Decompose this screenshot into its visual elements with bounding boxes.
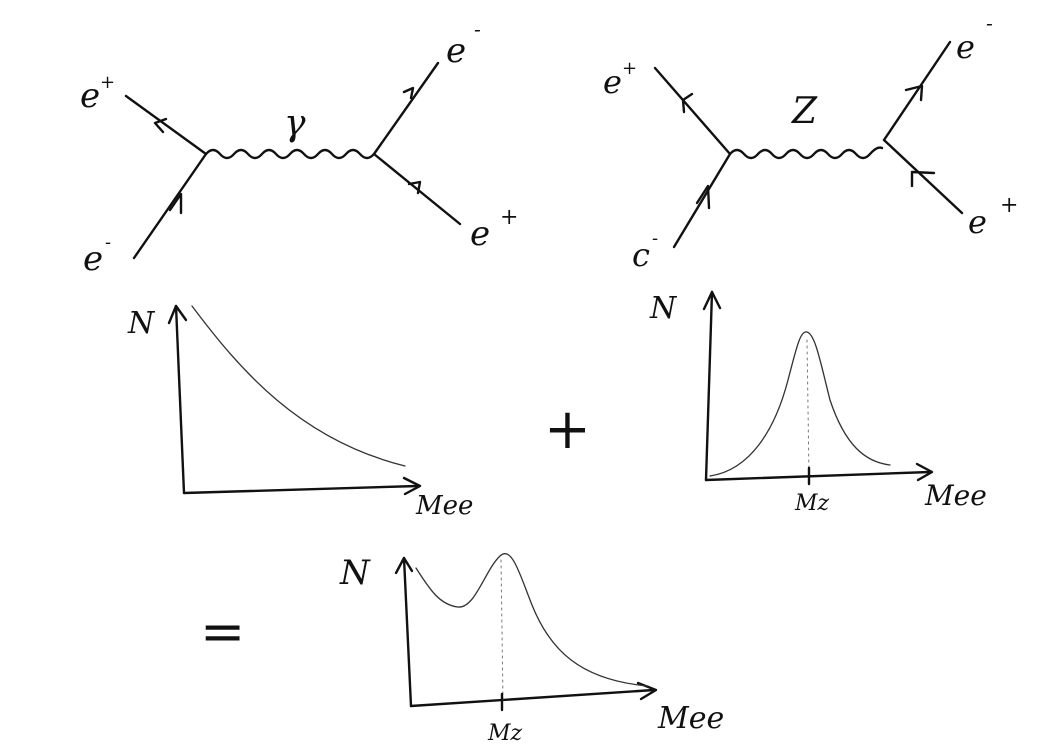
sum-distribution-plot: N Mee Mz <box>339 553 724 746</box>
x-axis <box>409 688 656 708</box>
incoming-electron-line <box>672 152 732 249</box>
photon-label: γ <box>284 103 306 144</box>
incoming-positron-arrow <box>153 117 168 134</box>
z-boson-label: Z <box>791 91 818 132</box>
breit-wigner-peak-curve <box>709 331 891 477</box>
photon-feynman-diagram: e + e - γ e - e + <box>80 17 518 279</box>
outgoing-positron-label: e <box>968 203 987 241</box>
incoming-electron-sign: - <box>105 232 111 253</box>
photon-distribution-plot: N Mee <box>127 304 473 521</box>
peak-label: Mz <box>487 721 523 746</box>
outgoing-electron-line <box>372 61 440 156</box>
incoming-electron-arrow <box>168 192 183 215</box>
incoming-positron-line <box>124 94 208 156</box>
outgoing-electron-sign: - <box>474 17 481 41</box>
photon-wavy-line <box>204 148 376 160</box>
outgoing-electron-label: e <box>956 28 975 66</box>
y-axis <box>174 304 186 495</box>
z-boson-feynman-diagram: e + c - Z e - e + <box>603 11 1018 274</box>
z-boson-wavy-line <box>728 146 884 160</box>
incoming-positron-arrow <box>681 92 694 114</box>
y-axis-arrowhead <box>702 290 722 311</box>
falling-spectrum-curve <box>191 305 406 467</box>
incoming-electron-arrow <box>695 184 711 210</box>
y-axis-arrowhead <box>167 304 188 325</box>
x-axis-arrowhead <box>402 476 422 496</box>
outgoing-electron-line <box>882 40 952 142</box>
peak-dotted-line <box>806 339 810 477</box>
outgoing-positron-line <box>882 138 964 215</box>
outgoing-electron-label: e <box>446 31 466 71</box>
outgoing-electron-sign: - <box>986 11 993 35</box>
z-distribution-plot: N Mee Mz <box>649 290 987 516</box>
peak-label: Mz <box>794 491 830 516</box>
incoming-electron-line <box>132 152 208 260</box>
y-axis-label: N <box>649 291 678 326</box>
outgoing-electron-arrow <box>402 86 415 100</box>
outgoing-positron-label: e <box>470 214 490 254</box>
x-axis <box>182 484 420 495</box>
y-axis-label: N <box>127 306 156 341</box>
y-axis <box>402 556 413 708</box>
incoming-positron-sign: + <box>100 72 115 93</box>
outgoing-positron-sign: + <box>500 205 518 230</box>
peak-dotted-line <box>500 559 504 703</box>
outgoing-positron-sign: + <box>1000 193 1018 218</box>
y-axis <box>704 290 714 482</box>
incoming-electron-sign: - <box>652 228 658 249</box>
incoming-electron-label: e <box>83 239 103 279</box>
incoming-positron-line <box>653 66 732 156</box>
combined-spectrum-curve <box>415 553 649 687</box>
outgoing-positron-arrow <box>910 170 936 188</box>
outgoing-positron-line <box>372 152 462 226</box>
y-axis-label: N <box>339 553 371 593</box>
x-axis-label: Mee <box>924 479 987 512</box>
outgoing-electron-arrow <box>904 84 924 102</box>
incoming-electron-label: c <box>632 236 650 274</box>
incoming-positron-label: e <box>80 76 100 116</box>
outgoing-positron-arrow <box>407 180 422 195</box>
x-axis-label: Mee <box>415 491 473 521</box>
plus-operator: + <box>544 397 591 462</box>
x-axis <box>704 470 932 482</box>
equals-operator: = <box>200 600 245 663</box>
incoming-positron-sign: + <box>622 58 637 79</box>
y-axis-arrowhead <box>394 556 414 575</box>
x-axis-label: Mee <box>657 701 724 736</box>
x-axis-arrowhead <box>915 462 934 482</box>
incoming-positron-label: e <box>603 63 622 101</box>
